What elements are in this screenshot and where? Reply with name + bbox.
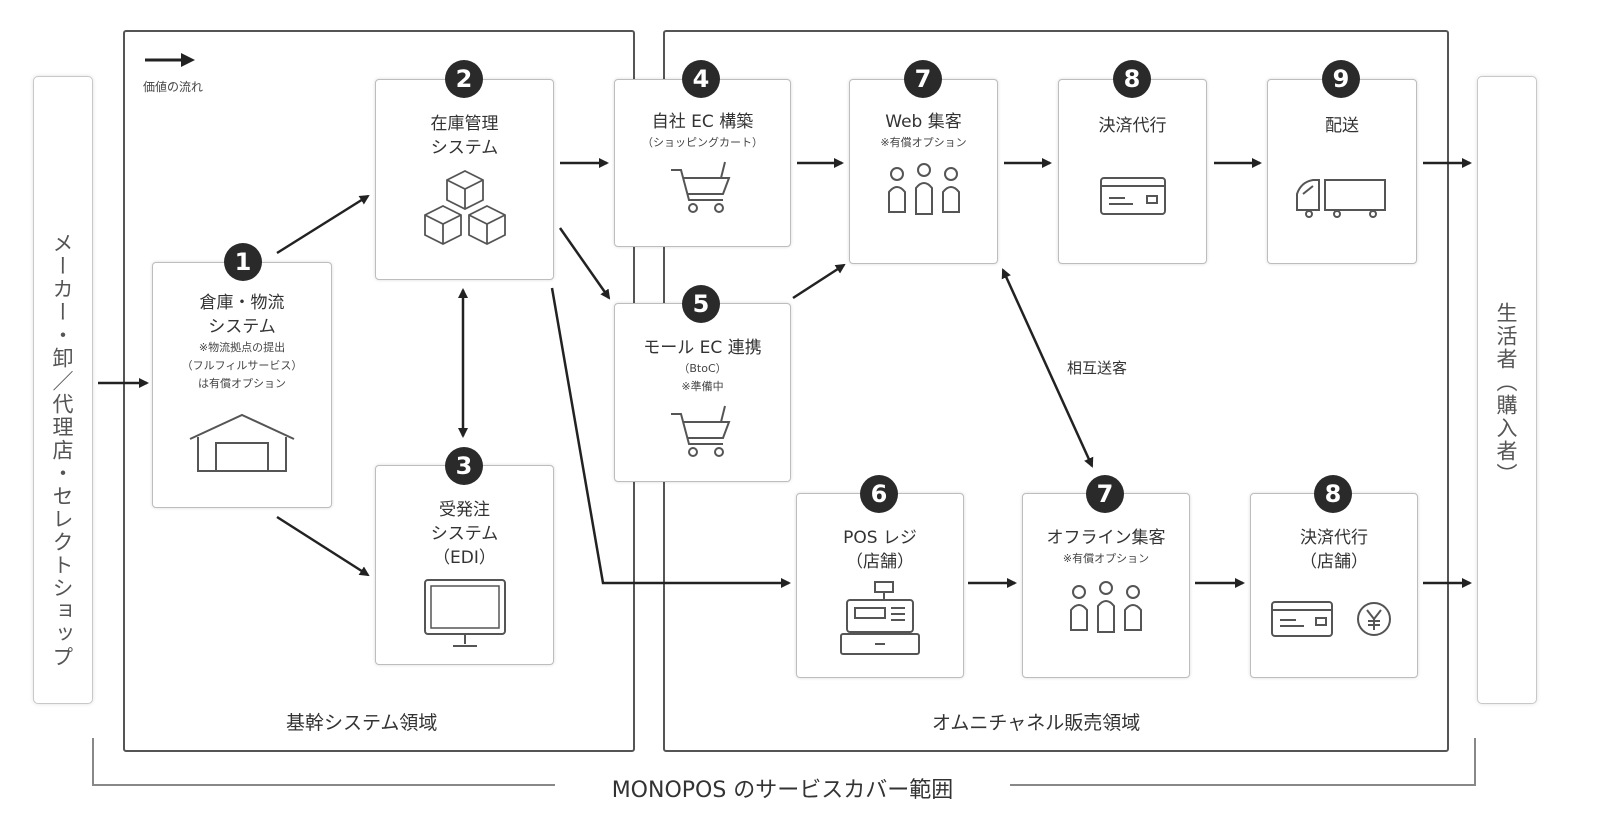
arrow-1-to-2 [276,194,370,255]
node-own-ec: 自社 EC 構築 （ショッピングカート） [614,79,791,247]
node1-title1: 倉庫・物流 [199,293,285,313]
badge-7-offline: 7 [1086,475,1124,513]
legend: 価値の流れ [143,50,203,95]
node4-note1: （ショッピングカート） [642,136,763,149]
badge-4: 4 [682,60,720,98]
consumer-panel: 生活者（購入者） [1477,76,1537,704]
node-offline-marketing: オフライン集客 ※有償オプション [1022,493,1190,678]
coverage-label: MONOPOS のサービスカバー範囲 [611,778,954,803]
credit-card-icon [1099,177,1166,215]
badge-8-store: 8 [1314,475,1352,513]
node-warehouse-logistics: 倉庫・物流 システム ※物流拠点の提出 （フルフィルサービス） は有償オプション [152,262,332,508]
boxes-icon [423,169,506,246]
coverage-bracket-right [1010,738,1476,786]
core-region-label: 基幹システム領域 [286,712,438,734]
node2-title2: システム [430,138,499,158]
node3-title1: 受発注 [439,500,490,520]
badge-3: 3 [445,447,483,485]
node-delivery: 配送 [1267,79,1417,264]
badge-7-web: 7 [904,60,942,98]
arrow-5-to-7 [792,263,846,300]
node8b-title2: （店舗） [1300,552,1368,572]
node9-title1: 配送 [1325,116,1359,136]
badge-2: 2 [445,60,483,98]
node5-title1: モール EC 連携 [643,338,762,358]
supplier-label: メーカー・卸／代理店・セレクトショップ [50,232,74,669]
node7a-title1: Web 集客 [885,112,962,132]
node2-title1: 在庫管理 [430,114,499,134]
badge-6: 6 [860,475,898,513]
node3-title2: システム [430,524,499,544]
node1-note1: ※物流拠点の提出 [198,341,286,354]
badge-1: 1 [224,243,262,281]
supplier-panel: メーカー・卸／代理店・セレクトショップ [33,76,93,704]
node3-title3: （EDI） [433,548,496,568]
node-web-marketing: Web 集客 ※有償オプション [849,79,998,264]
cash-register-icon [840,581,920,655]
node5-note2: ※準備中 [681,380,724,393]
badge-9: 9 [1322,60,1360,98]
node-store-payment: 決済代行 （店舗） [1250,493,1418,678]
arrow-2-to-6 [550,287,791,588]
coverage-bracket-left [92,738,555,786]
legend-label: 価値の流れ [143,80,204,94]
node6-title1: POS レジ [843,528,917,548]
node-pos-register: POS レジ （店舗） [796,493,964,678]
node8a-title1: 決済代行 [1098,116,1167,136]
mutual-referral-label: 相互送客 [1067,359,1128,377]
legend-arrow-icon [145,53,195,67]
badge-5: 5 [682,285,720,323]
arrow-1-to-3 [276,515,370,577]
monitor-icon [423,579,506,647]
node7b-note1: ※有償オプション [1062,552,1150,565]
cart-icon [670,405,730,457]
node-payment: 決済代行 [1058,79,1207,264]
card-yen-icon [1271,601,1391,637]
node4-title1: 自社 EC 構築 [651,112,754,132]
node6-title2: （店舗） [846,552,914,572]
truck-icon [1296,179,1386,218]
node1-note3: は有償オプション [198,377,286,390]
omni-region-label: オムニチャネル販売領域 [932,712,1141,734]
people-icon [1070,581,1142,633]
node7b-title1: オフライン集客 [1046,528,1166,548]
node5-note1: （BtoC） [678,362,727,375]
node-order-system: 受発注 システム （EDI） [375,465,554,665]
node-mall-ec: モール EC 連携 （BtoC） ※準備中 [614,303,791,482]
cart-icon [670,161,730,213]
node7a-note1: ※有償オプション [880,136,967,149]
node8b-title1: 決済代行 [1300,528,1368,548]
node1-note2: （フルフィルサービス） [181,359,303,372]
people-icon [887,163,960,215]
arrow-2-to-5 [558,227,611,300]
badge-8-payment: 8 [1113,60,1151,98]
consumer-label: 生活者（購入者） [1494,302,1518,486]
warehouse-icon [189,413,295,472]
node1-title2: システム [208,317,276,337]
arrow-mutual-referral [1001,268,1094,468]
